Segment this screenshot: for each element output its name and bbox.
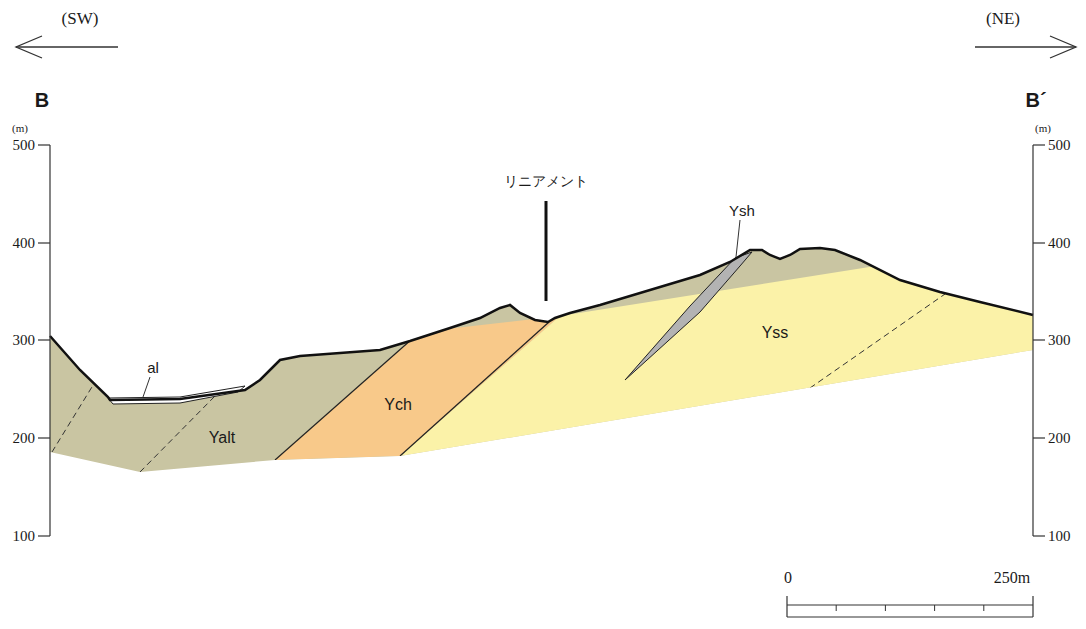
scale-tick <box>836 605 837 611</box>
scale-tick <box>934 605 935 611</box>
axis-value: 200 <box>1048 431 1071 446</box>
unit-label: Ych <box>384 397 412 413</box>
section-end: B´ <box>1025 90 1046 110</box>
axis-value: 100 <box>1048 529 1071 544</box>
axis-value: 300 <box>1048 333 1071 348</box>
unit-label: al <box>147 360 159 375</box>
axis-unit: (m) <box>12 123 28 134</box>
direction-label: (SW) <box>62 10 99 27</box>
axis-value: 500 <box>1048 138 1071 153</box>
unit-label: Yalt <box>209 430 235 446</box>
axis-value: 500 <box>13 138 36 153</box>
unit-label: Ysh <box>729 203 755 218</box>
unit-label: Yss <box>762 325 789 341</box>
scale-tick <box>885 605 886 611</box>
section-end: B <box>35 90 49 110</box>
lineament-label: リニアメント <box>504 175 588 189</box>
scale-tick <box>983 605 984 611</box>
axis-value: 300 <box>13 333 36 348</box>
axis-value: 100 <box>13 529 36 544</box>
axis-value: 400 <box>1048 236 1071 251</box>
axis-unit: (m) <box>1035 123 1051 134</box>
scale-label: 0 <box>784 570 792 586</box>
axis-value: 400 <box>13 236 36 251</box>
scale-label: 250m <box>994 570 1030 586</box>
axis-value: 200 <box>13 431 36 446</box>
direction-label: (NE) <box>986 10 1020 27</box>
